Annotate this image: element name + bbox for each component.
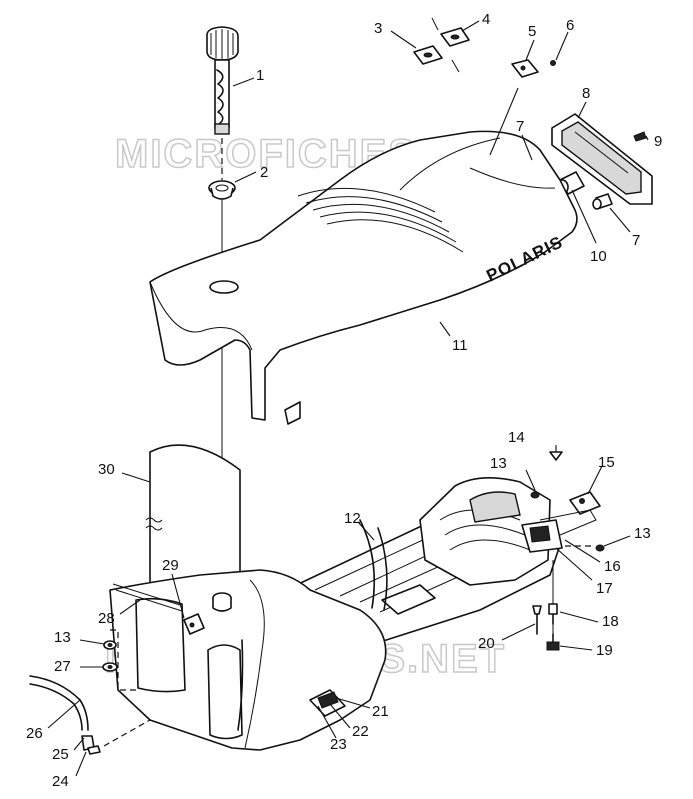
callout-17: 17: [596, 580, 613, 597]
bolt-19: [546, 633, 560, 651]
callout-3: 3: [374, 20, 382, 37]
bolt-18: [548, 603, 558, 625]
rivet-6: [550, 60, 556, 66]
callout-21: 21: [372, 703, 389, 720]
bracket-15-hole: [579, 498, 585, 504]
taillight-housing: [551, 113, 653, 205]
fitting-24: [81, 735, 101, 755]
bracket-5: [511, 59, 539, 78]
callout-22: 22: [352, 723, 369, 740]
callout-14: 14: [508, 429, 525, 446]
nut-13-upper: [530, 491, 540, 499]
callout-11: 11: [452, 337, 468, 354]
callout-18: 18: [602, 613, 619, 630]
callout-10: 10: [590, 248, 607, 265]
callout-6: 6: [566, 17, 574, 34]
callout-23: 23: [330, 736, 347, 753]
callout-19: 19: [596, 642, 613, 659]
callout-29: 29: [162, 557, 179, 574]
callout-15: 15: [598, 454, 615, 471]
rear-console: [419, 477, 563, 586]
plate-3: [413, 45, 443, 65]
plate-4: [431, 17, 470, 73]
seat: POLARIS: [149, 130, 578, 425]
callout-13-left: 13: [54, 629, 71, 646]
callout-13-right: 13: [634, 525, 651, 542]
callout-7-lower: 7: [632, 232, 640, 249]
fuel-line: [29, 675, 89, 731]
clip-14: [549, 451, 563, 461]
callout-2: 2: [260, 164, 268, 181]
pin-20: [532, 605, 542, 635]
filler-grommet: [208, 180, 236, 200]
nut-13-right: [595, 544, 605, 552]
callout-16: 16: [604, 558, 621, 575]
callout-9: 9: [654, 133, 662, 150]
callout-30: 30: [98, 461, 115, 478]
callout-20: 20: [478, 635, 495, 652]
callout-28: 28: [98, 610, 115, 627]
fuel-cap: [206, 26, 239, 135]
callout-4: 4: [482, 11, 490, 28]
callout-27: 27: [54, 658, 71, 675]
callout-13-upper: 13: [490, 455, 507, 472]
callout-labels: 1 2 3 4 5 6 7 7 8 9 10 11 12 13 13 13 14…: [26, 11, 662, 790]
callout-1: 1: [256, 67, 264, 84]
washer-dashed: [110, 629, 140, 691]
screw-9: [633, 131, 647, 142]
callout-25: 25: [52, 746, 69, 763]
tank-panel: [145, 444, 249, 593]
callout-26: 26: [26, 725, 43, 742]
callout-24: 24: [52, 773, 69, 790]
bracket-15: [569, 491, 601, 515]
callout-12: 12: [344, 510, 361, 527]
callout-8: 8: [582, 85, 590, 102]
fitting-line: [103, 719, 151, 747]
bracket-arm: [539, 509, 597, 536]
callout-5: 5: [528, 23, 536, 40]
fuel-tank: [109, 569, 387, 751]
bulb-lower: [592, 193, 613, 210]
leader-lines: [47, 20, 649, 777]
callout-7-upper: 7: [516, 118, 524, 135]
